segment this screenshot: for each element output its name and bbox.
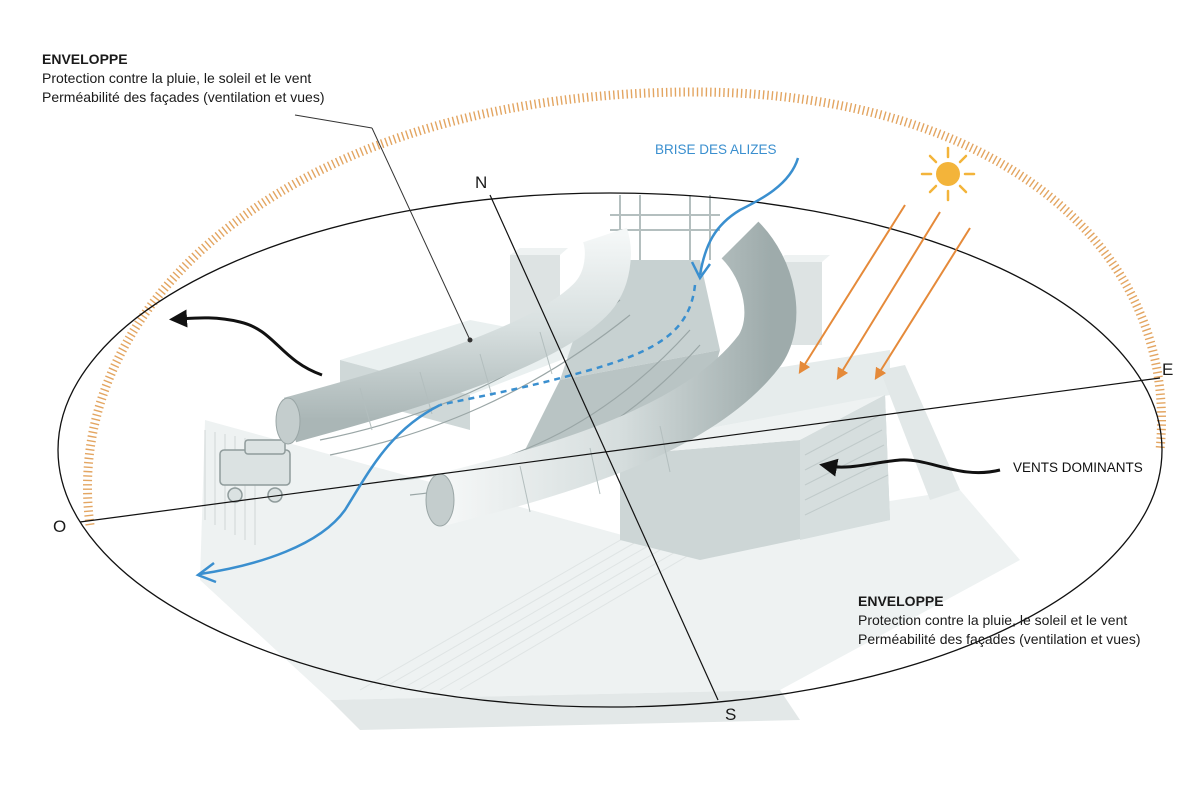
sun-path-arc	[83, 87, 1166, 526]
cardinal-east: E	[1162, 360, 1174, 379]
horizon-ellipse	[57, 192, 1163, 708]
sun-icon	[920, 146, 976, 202]
alizes-flow-dashed	[439, 284, 697, 407]
envelope-note-bottom: ENVELOPPE Protection contre la pluie, le…	[858, 592, 1140, 649]
vents-dominants-arrow	[819, 458, 1001, 477]
vents-dominants-label: VENTS DOMINANTS	[1013, 460, 1143, 475]
envelope-note-bottom-line1: Protection contre la pluie, le soleil et…	[858, 612, 1128, 628]
cardinal-north: N	[475, 173, 488, 192]
west-wind-arrow	[169, 309, 323, 377]
leader-line-top	[294, 114, 373, 129]
envelope-note-top-line2: Perméabilité des façades (ventilation et…	[42, 89, 325, 105]
building-render	[200, 195, 1020, 730]
envelope-note-top-line1: Protection contre la pluie, le soleil et…	[42, 70, 312, 86]
north-south-axis	[489, 194, 719, 701]
envelope-note-top-title: ENVELOPPE	[42, 51, 128, 67]
sun-rays	[798, 204, 971, 381]
envelope-note-bottom-line2: Perméabilité des façades (ventilation et…	[858, 631, 1141, 647]
alizes-flow-top	[698, 157, 800, 276]
alizes-flow-bottom	[199, 403, 441, 576]
envelope-note-bottom-title: ENVELOPPE	[858, 593, 944, 609]
envelope-note-top: ENVELOPPE Protection contre la pluie, le…	[42, 50, 324, 107]
alizes-label: BRISE DES ALIZES	[655, 142, 777, 157]
west-east-axis	[79, 377, 1161, 523]
cardinal-west: O	[53, 517, 67, 536]
leader-line-top-2	[371, 127, 471, 341]
cardinal-south: S	[725, 705, 737, 724]
